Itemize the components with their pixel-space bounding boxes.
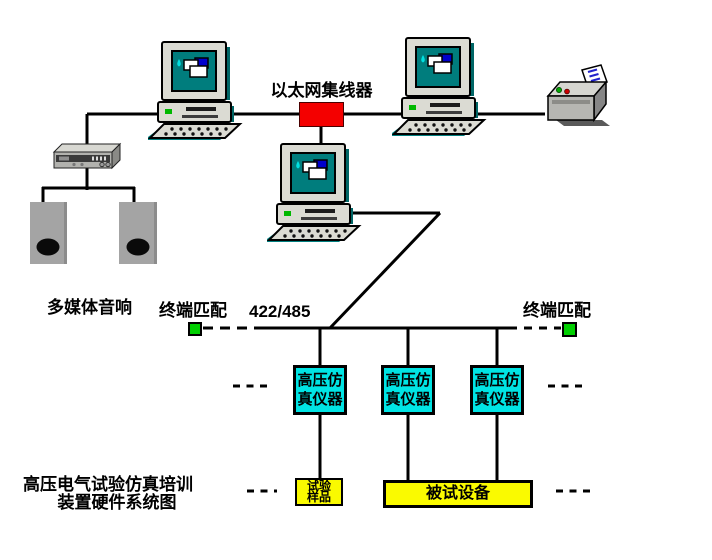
test-sample-label-line1: 试验 <box>306 479 331 493</box>
device-under-test-label: 被试设备 <box>425 485 490 502</box>
terminal-match-label-left: 终端匹配 <box>159 301 227 320</box>
printer-icon <box>540 62 616 134</box>
hv-instrument-label-line1: 高压仿 <box>474 372 520 389</box>
hv-instrument-box-3: 高压仿 真仪器 <box>470 365 524 415</box>
diagram-caption: 高压电气试验仿真培训 装置硬件系统图 <box>23 476 211 512</box>
diagram-caption-line2: 装置硬件系统图 <box>57 492 177 512</box>
terminal-connector-left <box>188 322 202 336</box>
speaker-icon-left <box>30 202 67 264</box>
terminal-match-label-right: 终端匹配 <box>523 301 591 320</box>
hv-instrument-label-line1: 高压仿 <box>385 372 431 389</box>
device-under-test-box: 被试设备 <box>383 480 533 508</box>
hv-instrument-box-1: 高压仿 真仪器 <box>293 365 347 415</box>
hv-instrument-label-line2: 真仪器 <box>474 391 520 408</box>
terminal-connector-right <box>562 322 577 337</box>
serial-standard-label: 422/485 <box>249 302 311 321</box>
diagram-caption-line1: 高压电气试验仿真培训 <box>23 475 193 494</box>
hv-instrument-label-line2: 真仪器 <box>385 391 431 408</box>
hv-instrument-box-2: 高压仿 真仪器 <box>381 365 435 415</box>
ethernet-hub <box>299 102 344 127</box>
speaker-icon-right <box>119 202 157 264</box>
computer-icon-left <box>144 40 244 140</box>
amplifier-icon <box>52 142 122 174</box>
computer-icon-right <box>388 36 488 136</box>
ethernet-hub-label: 以太网集线器 <box>270 81 373 100</box>
test-sample-box: 试验 样品 <box>295 478 343 506</box>
multimedia-audio-label: 多媒体音响 <box>47 298 132 317</box>
test-sample-label-line2: 样品 <box>306 490 331 504</box>
hv-instrument-label-line1: 高压仿 <box>297 372 343 389</box>
computer-icon-center <box>263 142 363 242</box>
hv-instrument-label-line2: 真仪器 <box>297 391 343 408</box>
